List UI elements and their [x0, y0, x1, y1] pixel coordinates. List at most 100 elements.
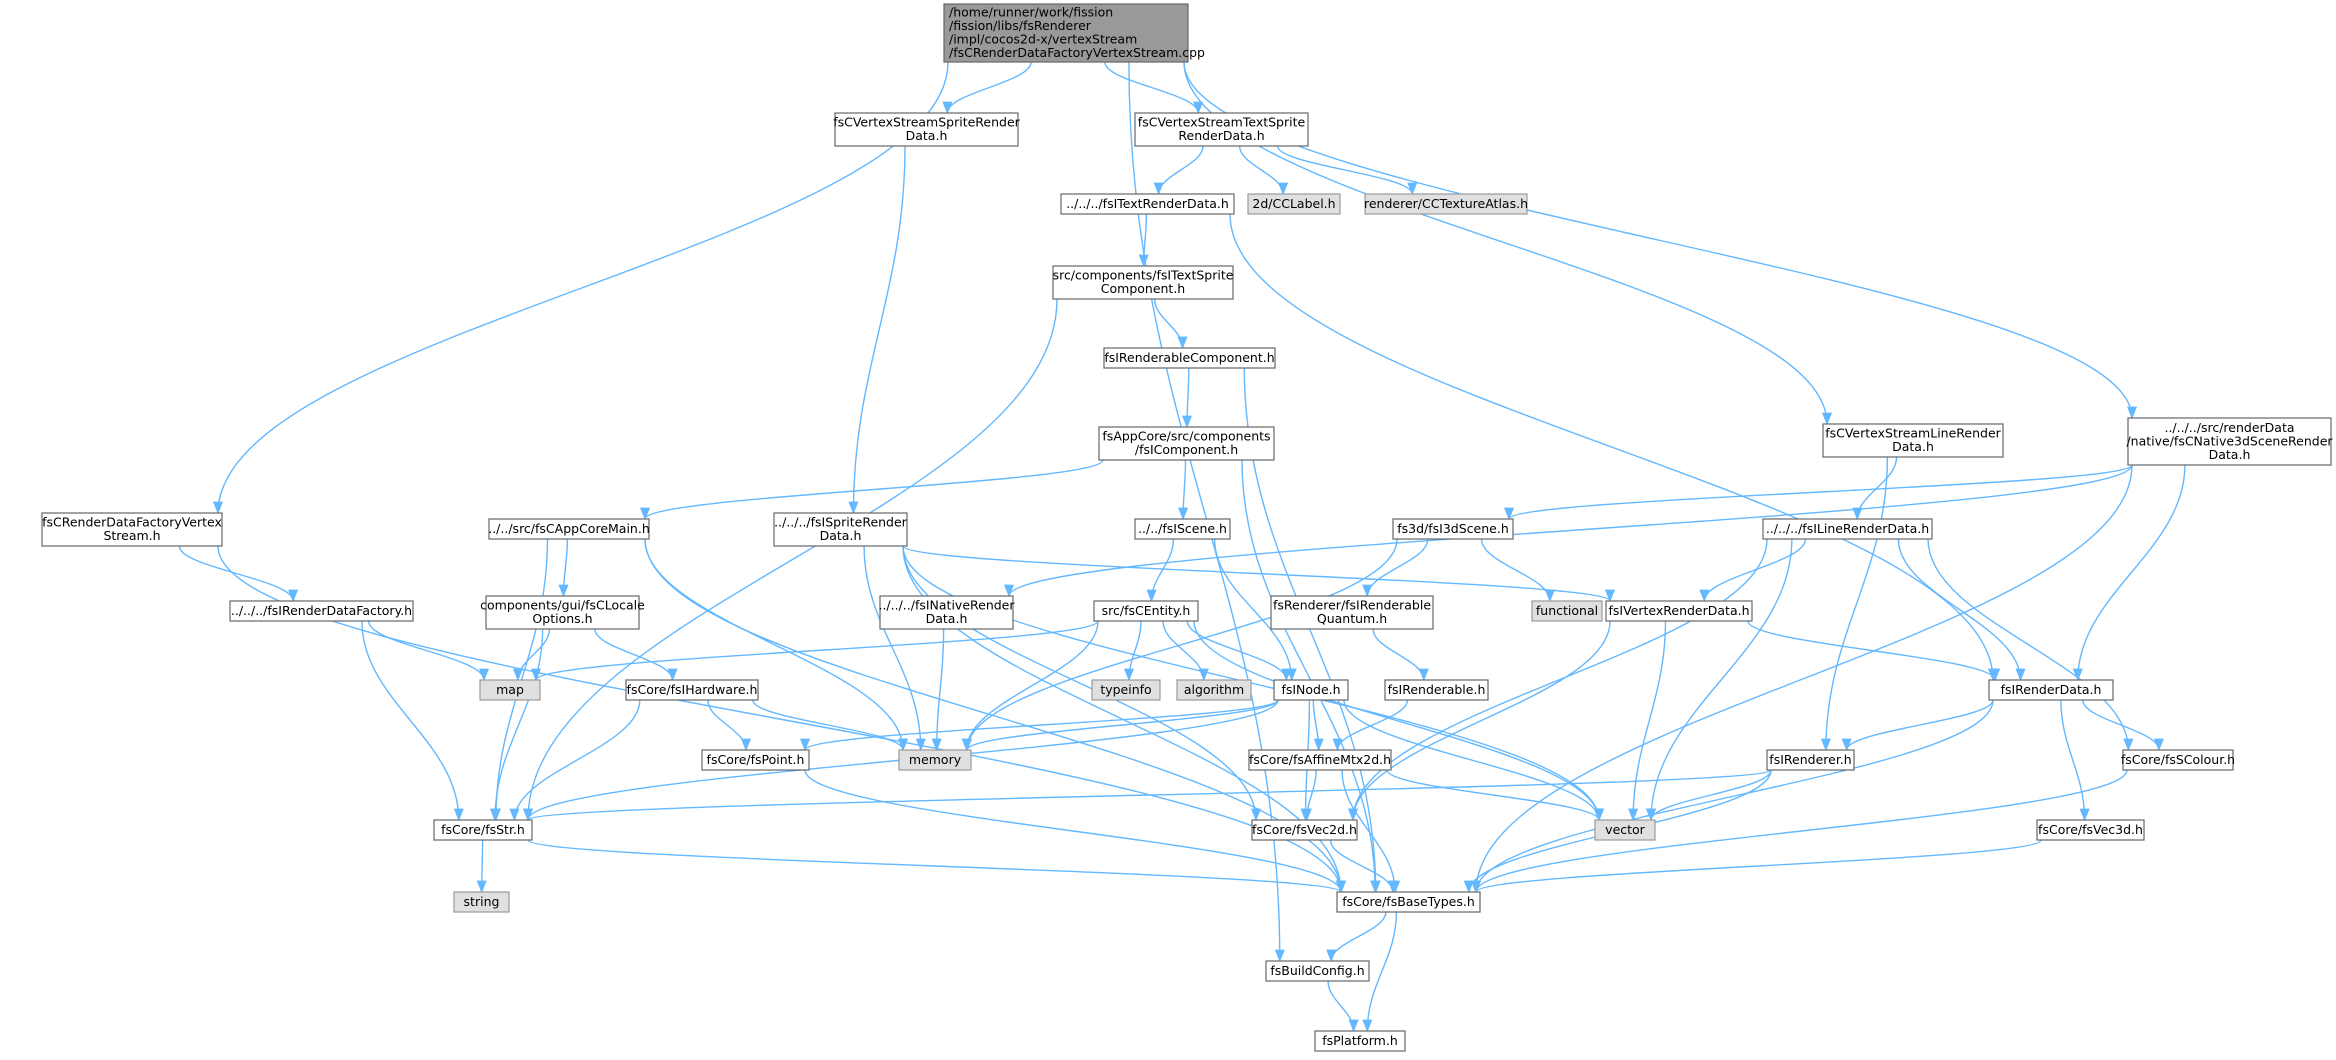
node-label: fsBuildConfig.h	[1270, 963, 1364, 978]
node-affine-mtx2d[interactable]: fsCore/fsAffineMtx2d.h	[1248, 749, 1392, 771]
node-box	[1766, 749, 1855, 771]
edge-irender-data-to-scolour	[2082, 699, 2164, 752]
node-label: src/fsCEntity.h	[1102, 603, 1191, 618]
edge-itext-render-data-to-itext-sprite-component	[1138, 213, 1149, 268]
node-irender-data-factory[interactable]: ../../../fsIRenderDataFactory.h	[229, 600, 414, 622]
node-i3d-scene[interactable]: fs3d/fsI3dScene.h	[1392, 518, 1514, 540]
node-label: Quantum.h	[1317, 611, 1387, 626]
node-box	[229, 600, 414, 622]
node-fs-str[interactable]: fsCore/fsStr.h	[433, 819, 533, 841]
node-box	[1531, 600, 1603, 622]
node-label: /fsIComponent.h	[1135, 442, 1238, 457]
node-label: Component.h	[1101, 281, 1185, 296]
node-root[interactable]: /home/runner/work/fission/fission/libs/f…	[943, 3, 1205, 63]
edge-irender-data-factory-to-fs-str	[361, 620, 464, 822]
node-ihardware[interactable]: fsCore/fsIHardware.h	[625, 679, 759, 701]
node-vec3d[interactable]: fsCore/fsVec3d.h	[2036, 819, 2145, 841]
node-capp-core-main[interactable]: ../../src/fsCAppCoreMain.h	[488, 518, 650, 540]
node-box	[1247, 193, 1341, 215]
edge-native3d-scene-to-inative-render-data	[1004, 464, 2133, 598]
edge-iscene-to-centity	[1146, 538, 1175, 603]
node-label: fsIRenderData.h	[2001, 682, 2102, 697]
node-factory-vertex-stream[interactable]: fsCRenderDataFactoryVertexStream.h	[41, 512, 223, 547]
node-centity[interactable]: src/fsCEntity.h	[1093, 600, 1199, 622]
node-label: Data.h	[1892, 439, 1934, 454]
node-irender-data[interactable]: fsIRenderData.h	[1988, 679, 2114, 701]
node-label: ../../fsIScene.h	[1138, 521, 1227, 536]
node-box	[1273, 679, 1349, 701]
node-memory: memory	[898, 749, 972, 771]
node-label: algorithm	[1184, 682, 1244, 697]
node-platform[interactable]: fsPlatform.h	[1314, 1030, 1406, 1052]
node-label: map	[496, 682, 524, 697]
edge-irender-data-factory-to-map	[367, 620, 489, 682]
edge-text-sprite-render-data-to-cclabel	[1238, 145, 1289, 196]
node-iline-render-data[interactable]: ../../../fsILineRenderData.h	[1762, 518, 1933, 540]
node-typeinfo: typeinfo	[1091, 679, 1161, 701]
node-label: fsPlatform.h	[1322, 1033, 1398, 1048]
node-iscene[interactable]: ../../fsIScene.h	[1134, 518, 1231, 540]
edge-itext-render-data-to-irender-data	[1229, 213, 1998, 682]
edge-clocale-options-to-fs-str	[489, 628, 544, 822]
node-irenderer[interactable]: fsIRenderer.h	[1766, 749, 1855, 771]
node-label: Stream.h	[103, 528, 160, 543]
node-label: renderer/CCTextureAtlas.h	[1364, 196, 1528, 211]
node-label: memory	[909, 752, 962, 767]
node-scolour[interactable]: fsCore/fsSColour.h	[2121, 749, 2235, 771]
node-box	[1134, 112, 1309, 147]
node-label: ../../../fsIRenderDataFactory.h	[231, 603, 412, 618]
edge-irender-data-to-vec3d	[2060, 699, 2090, 822]
node-label: Data.h	[906, 128, 948, 143]
node-base-types[interactable]: fsCore/fsBaseTypes.h	[1336, 891, 1481, 913]
node-label: fsCore/fsBaseTypes.h	[1342, 894, 1475, 909]
edge-ihardware-to-fs-point	[707, 699, 752, 752]
edge-line-render-data-to-iline-render-data	[1852, 456, 1898, 521]
node-box	[1091, 679, 1161, 701]
node-box	[1605, 600, 1753, 622]
node-icomponent[interactable]: fsAppCore/src/components/fsIComponent.h	[1098, 426, 1275, 461]
node-native3d-scene[interactable]: ../../../src/renderData/native/fsCNative…	[2126, 417, 2333, 466]
node-label: 2d/CCLabel.h	[1252, 196, 1335, 211]
node-label: fsCRenderDataFactoryVertex	[42, 515, 222, 530]
node-ivertex-render-data[interactable]: fsIVertexRenderData.h	[1605, 600, 1753, 622]
node-label: /fsCRenderDataFactoryVertexStream.cpp	[949, 45, 1205, 60]
node-itext-render-data[interactable]: ../../../fsITextRenderData.h	[1060, 193, 1235, 215]
node-vector: vector	[1594, 819, 1656, 841]
edge-factory-vertex-stream-to-irender-data-factory	[178, 545, 299, 603]
node-box	[2036, 819, 2145, 841]
edge-centity-to-typeinfo	[1123, 620, 1142, 682]
node-box	[701, 749, 810, 771]
node-vec2d[interactable]: fsCore/fsVec2d.h	[1251, 819, 1358, 841]
edge-iline-render-data-to-scolour	[1927, 538, 2134, 752]
node-box	[1103, 347, 1276, 369]
node-inode[interactable]: fsINode.h	[1273, 679, 1349, 701]
node-label: fsINode.h	[1281, 682, 1340, 697]
node-box	[1384, 679, 1489, 701]
node-box	[1176, 679, 1252, 701]
node-irenderable-component[interactable]: fsIRenderableComponent.h	[1103, 347, 1276, 369]
node-label: fs3d/fsI3dScene.h	[1397, 521, 1509, 536]
node-build-config[interactable]: fsBuildConfig.h	[1265, 960, 1370, 982]
node-box	[1364, 193, 1528, 215]
node-label: fsCore/fsAffineMtx2d.h	[1249, 752, 1391, 767]
edge-line-render-data-to-irenderer	[1820, 456, 1889, 752]
node-box	[479, 679, 541, 701]
node-irenderable[interactable]: fsIRenderable.h	[1384, 679, 1489, 701]
node-algorithm: algorithm	[1176, 679, 1252, 701]
edge-inode-to-affine-mtx2d	[1312, 699, 1324, 752]
node-label: Options.h	[532, 611, 592, 626]
edge-centity-to-vector	[1193, 620, 1604, 822]
node-fs-point[interactable]: fsCore/fsPoint.h	[701, 749, 810, 771]
node-label: ../../../fsITextRenderData.h	[1066, 196, 1229, 211]
edge-isprite-render-data-to-ivertex-render-data	[902, 545, 1615, 603]
node-box	[834, 112, 1019, 147]
node-box	[453, 891, 510, 913]
